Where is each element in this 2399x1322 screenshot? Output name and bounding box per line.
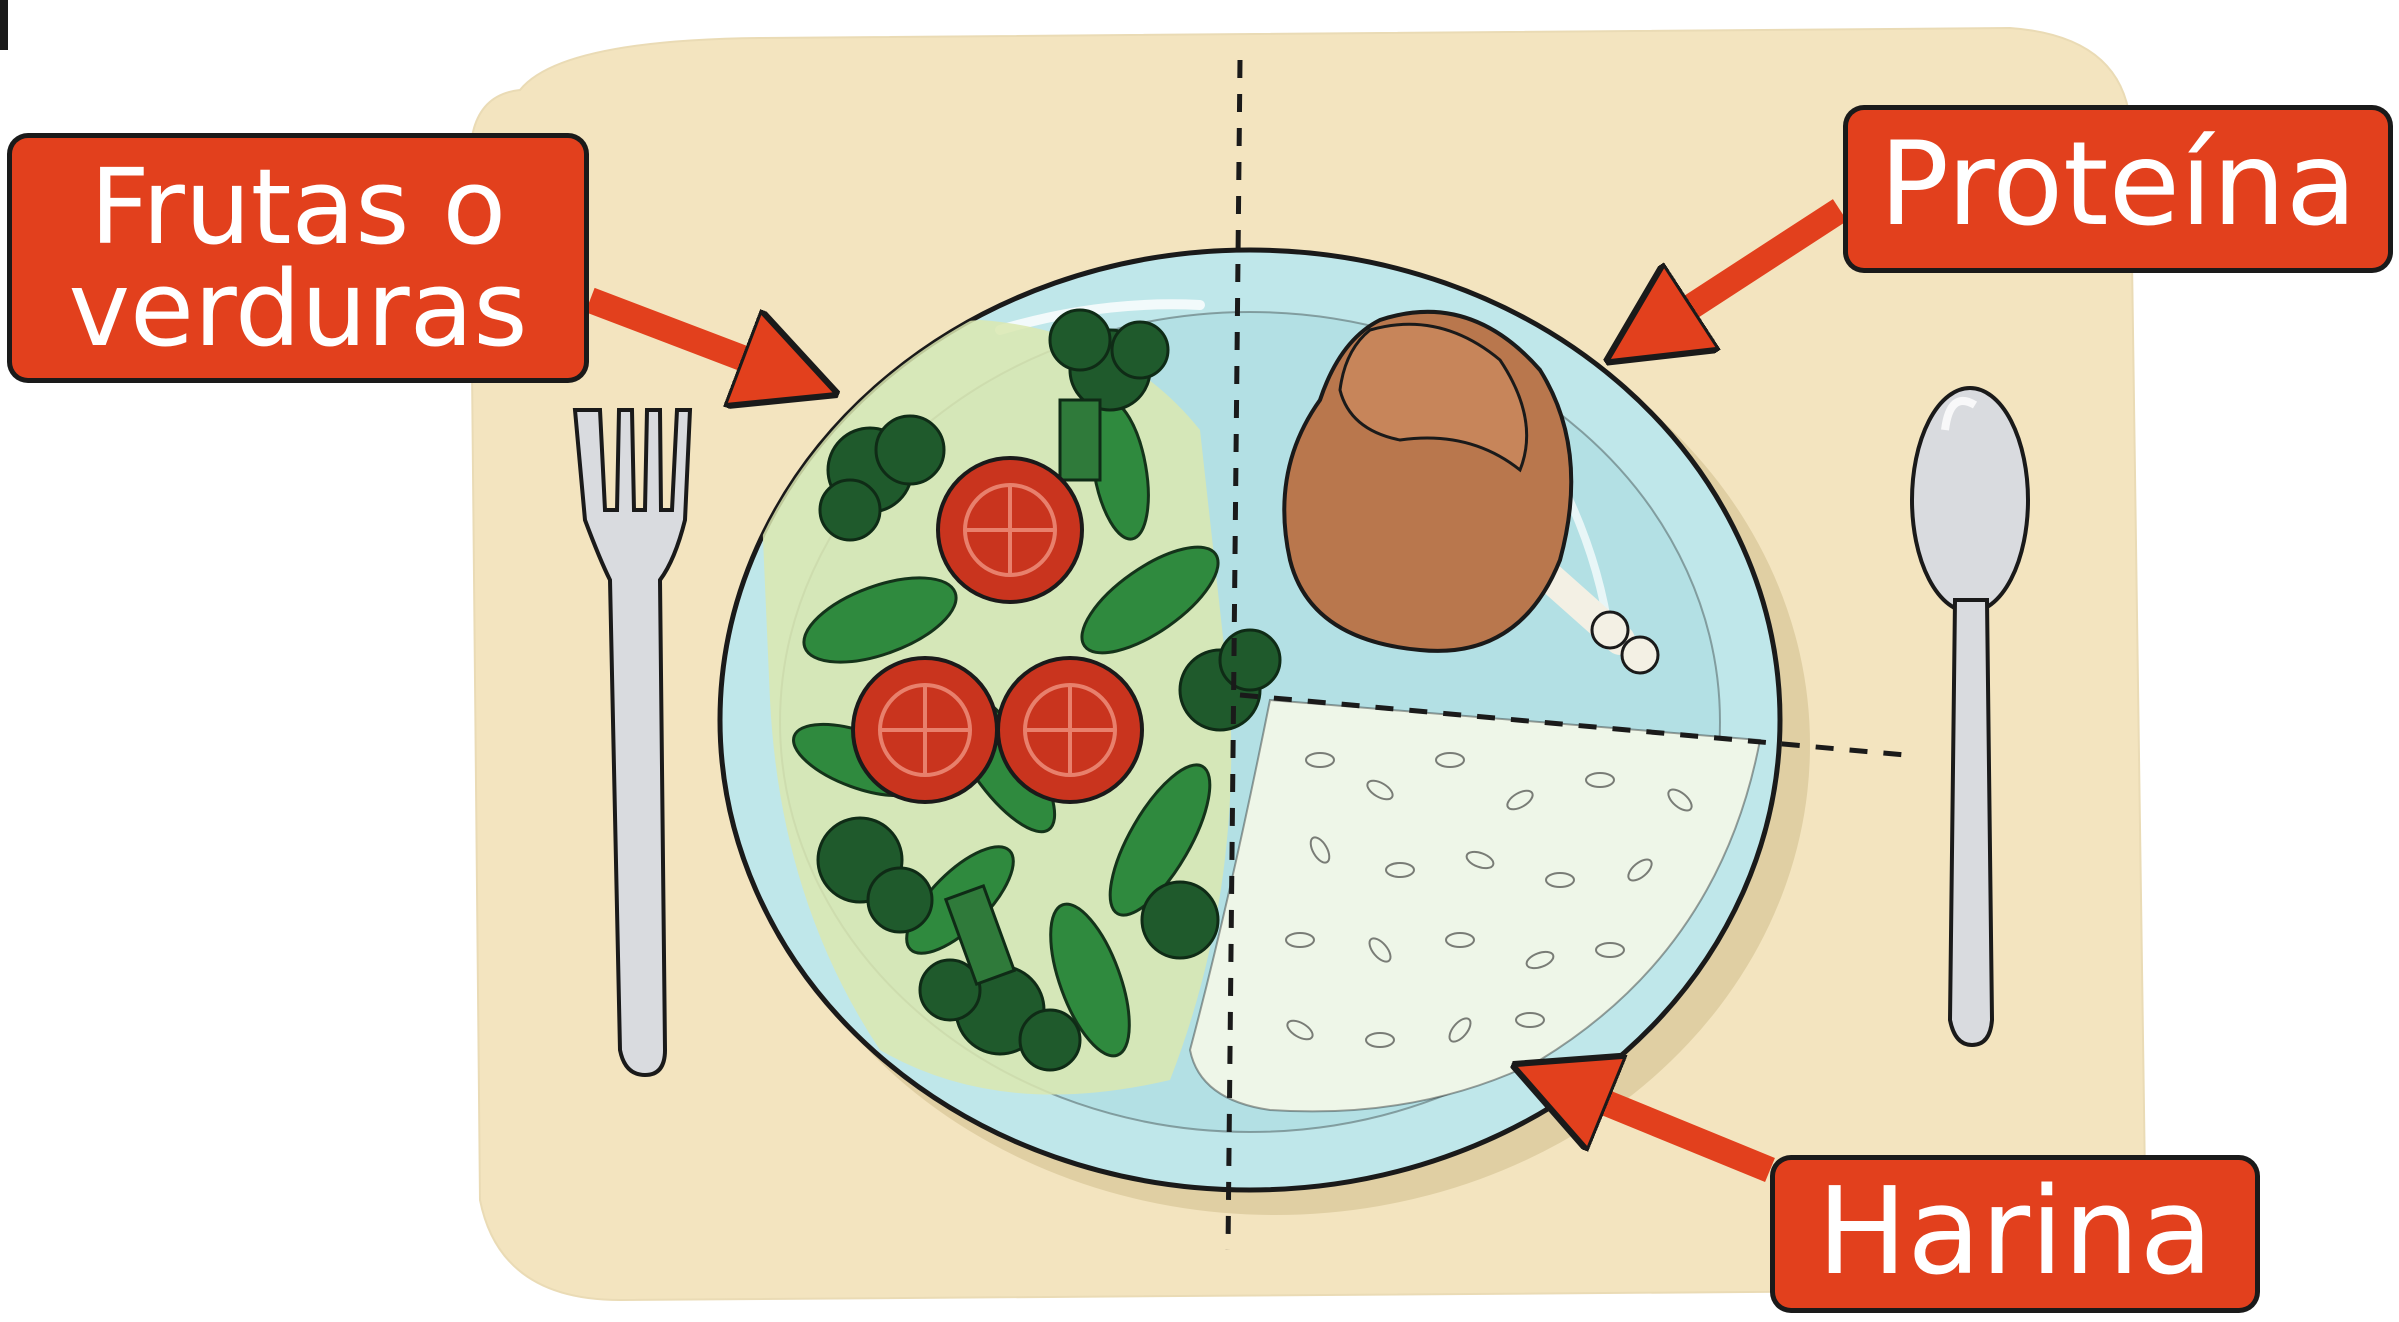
label-starch: Harina — [1775, 1160, 2255, 1308]
label-protein: Proteína — [1848, 110, 2388, 268]
label-fruits-vegetables: Frutas o verduras — [12, 138, 584, 378]
